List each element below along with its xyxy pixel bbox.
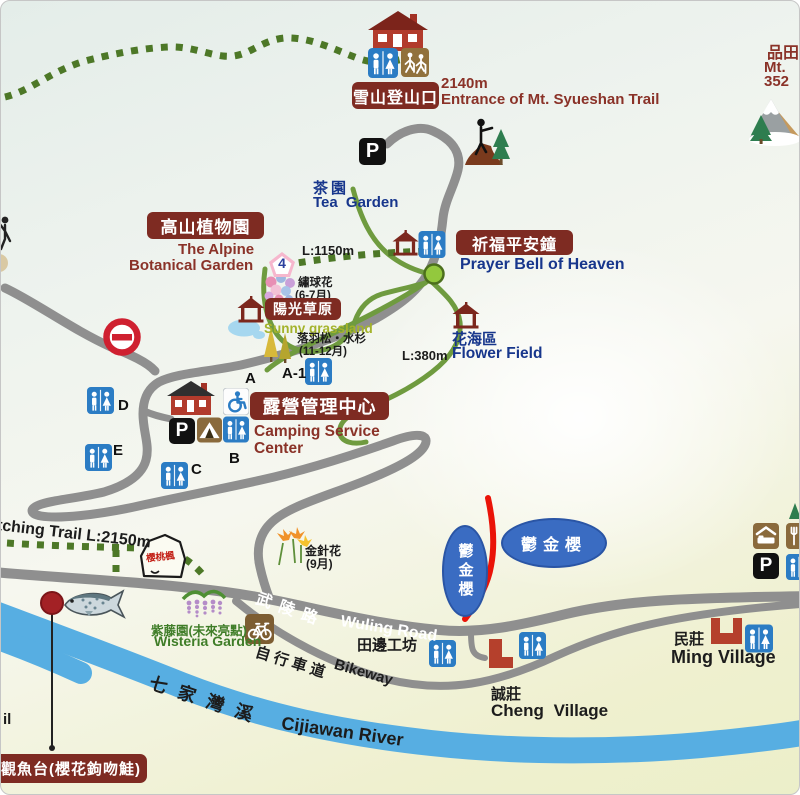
- prayer-bell-label-box[interactable]: 祈福平安鐘: [456, 230, 573, 255]
- ming-village-en: Ming Village: [671, 647, 776, 667]
- dashed-trails: [4, 34, 439, 580]
- no-entry-sign: [103, 318, 141, 356]
- wisteria-icon: [181, 589, 227, 618]
- cypress-zh: 落羽松・水杉: [297, 333, 366, 345]
- campsite-b-label: B: [229, 450, 240, 467]
- ming-village-zh: 民莊: [674, 631, 705, 648]
- trailhead-name-en: Entrance of Mt. Syueshan Trail: [441, 91, 660, 108]
- flower-field-en: Flower Field: [452, 345, 543, 362]
- botanical-garden-label-box[interactable]: 高山植物園: [147, 212, 264, 239]
- pintian-elevation: 352: [764, 73, 790, 90]
- tulip-cherry-zone-oval[interactable]: 鬱金櫻: [501, 518, 607, 568]
- tea-garden-zh: 茶園: [313, 180, 350, 197]
- tea-garden-en: Tea Garden: [313, 194, 399, 211]
- toilet-icon[interactable]: [85, 444, 112, 471]
- camp-house-icon: [167, 381, 215, 415]
- flower-field-zh: 花海區: [452, 331, 498, 348]
- toilet-icon[interactable]: [418, 231, 446, 258]
- pavilion-icon: [237, 296, 265, 323]
- daylily-zh: 金針花: [305, 544, 342, 558]
- prayer-bell-en: Prayer Bell of Heaven: [460, 256, 625, 273]
- campsite-a1-label: A-1: [282, 365, 307, 382]
- parking-icon[interactable]: P: [753, 553, 779, 579]
- trailhead-house-icon: [368, 11, 428, 51]
- fish-platform-marker[interactable]: [40, 591, 64, 751]
- fish-platform-label-box[interactable]: 觀魚台(櫻花鉤吻鮭): [1, 754, 147, 783]
- wisteria-garden-en: Wisteria Garden: [154, 633, 262, 649]
- sunny-grassland-en: Sunny grassland: [264, 321, 373, 336]
- trailhead-elevation: 2140m: [441, 75, 488, 92]
- campsite-d-label: D: [118, 397, 129, 414]
- trail-badge-4[interactable]: 4: [268, 251, 296, 279]
- campsite-e-label: E: [113, 442, 124, 459]
- campsite-c-label: C: [191, 461, 202, 478]
- toilet-icon[interactable]: [161, 462, 188, 489]
- trailhead-label-box[interactable]: 雪山登山口: [352, 82, 439, 109]
- pavilion-icon: [392, 230, 419, 256]
- edge-hiker-fragment: [1, 216, 12, 272]
- botanical-garden-en1: The Alpine: [178, 241, 255, 258]
- restaurant-icon[interactable]: [786, 523, 800, 549]
- cypress-trees-icon: [264, 327, 291, 363]
- daylily-icon: [277, 527, 312, 566]
- tent-icon[interactable]: [197, 417, 222, 443]
- mt-pintian-art: [749, 99, 799, 146]
- cijiawan-river: [1, 602, 799, 764]
- wheelchair-icon[interactable]: [223, 388, 249, 415]
- daylily-period: (9月): [306, 557, 333, 571]
- prayer-bell-marker[interactable]: [423, 263, 445, 285]
- hiker-icon[interactable]: [401, 48, 429, 77]
- cheng-building: [489, 639, 513, 668]
- toilet-icon[interactable]: [305, 358, 332, 385]
- rock-icon: [139, 533, 187, 579]
- parking-icon[interactable]: P: [169, 418, 195, 444]
- cheng-village-en: Cheng Village: [491, 701, 609, 720]
- badge-number: 4: [278, 255, 286, 271]
- pond: [228, 319, 265, 339]
- camping-center-en2: Center: [254, 440, 304, 457]
- hydrangea-zh: 繡球花: [298, 277, 333, 289]
- lookout-statue-icon: [465, 118, 510, 165]
- campsite-a-label: A: [245, 370, 256, 387]
- pintian-name-zh: 品田: [767, 45, 800, 62]
- parking-icon[interactable]: P: [359, 138, 386, 165]
- rock-label: 櫻桃楓: [145, 550, 176, 565]
- toilet-icon[interactable]: [87, 387, 114, 414]
- sunny-grassland-label-box[interactable]: 陽光草原: [265, 298, 341, 320]
- toilet-icon[interactable]: [786, 554, 800, 580]
- toilet-icon[interactable]: [367, 48, 399, 78]
- trail-distance-1150: L:1150m: [302, 243, 355, 258]
- salmon-icon: [64, 589, 126, 619]
- field-workshop-label: 田邊工坊: [357, 637, 418, 654]
- cypress-period: (11-12月): [299, 346, 347, 358]
- edge-tree-fragment: [789, 503, 799, 519]
- camping-center-label-box[interactable]: 露營管理中心: [250, 392, 389, 420]
- lodge-icon[interactable]: [753, 523, 779, 549]
- botanical-garden-en2: Botanical Garden: [129, 257, 254, 274]
- toilet-icon[interactable]: [519, 631, 546, 660]
- walking-trails: [261, 186, 463, 446]
- camping-center-en1: Camping Service: [254, 423, 380, 440]
- cheng-village-zh: 誠莊: [491, 686, 522, 703]
- pavilion-icon: [452, 302, 480, 329]
- tulip-cherry-zone-oval[interactable]: 鬱金櫻: [442, 525, 488, 617]
- ming-building: [711, 618, 742, 644]
- trail-distance-380: L:380m: [402, 348, 448, 363]
- toilet-icon[interactable]: [223, 416, 249, 443]
- pintian-mt: Mt.: [764, 59, 786, 76]
- wisteria-garden-zh: 紫藤園(未來亮點): [151, 624, 247, 638]
- clipped-text-fragment: il: [3, 711, 12, 728]
